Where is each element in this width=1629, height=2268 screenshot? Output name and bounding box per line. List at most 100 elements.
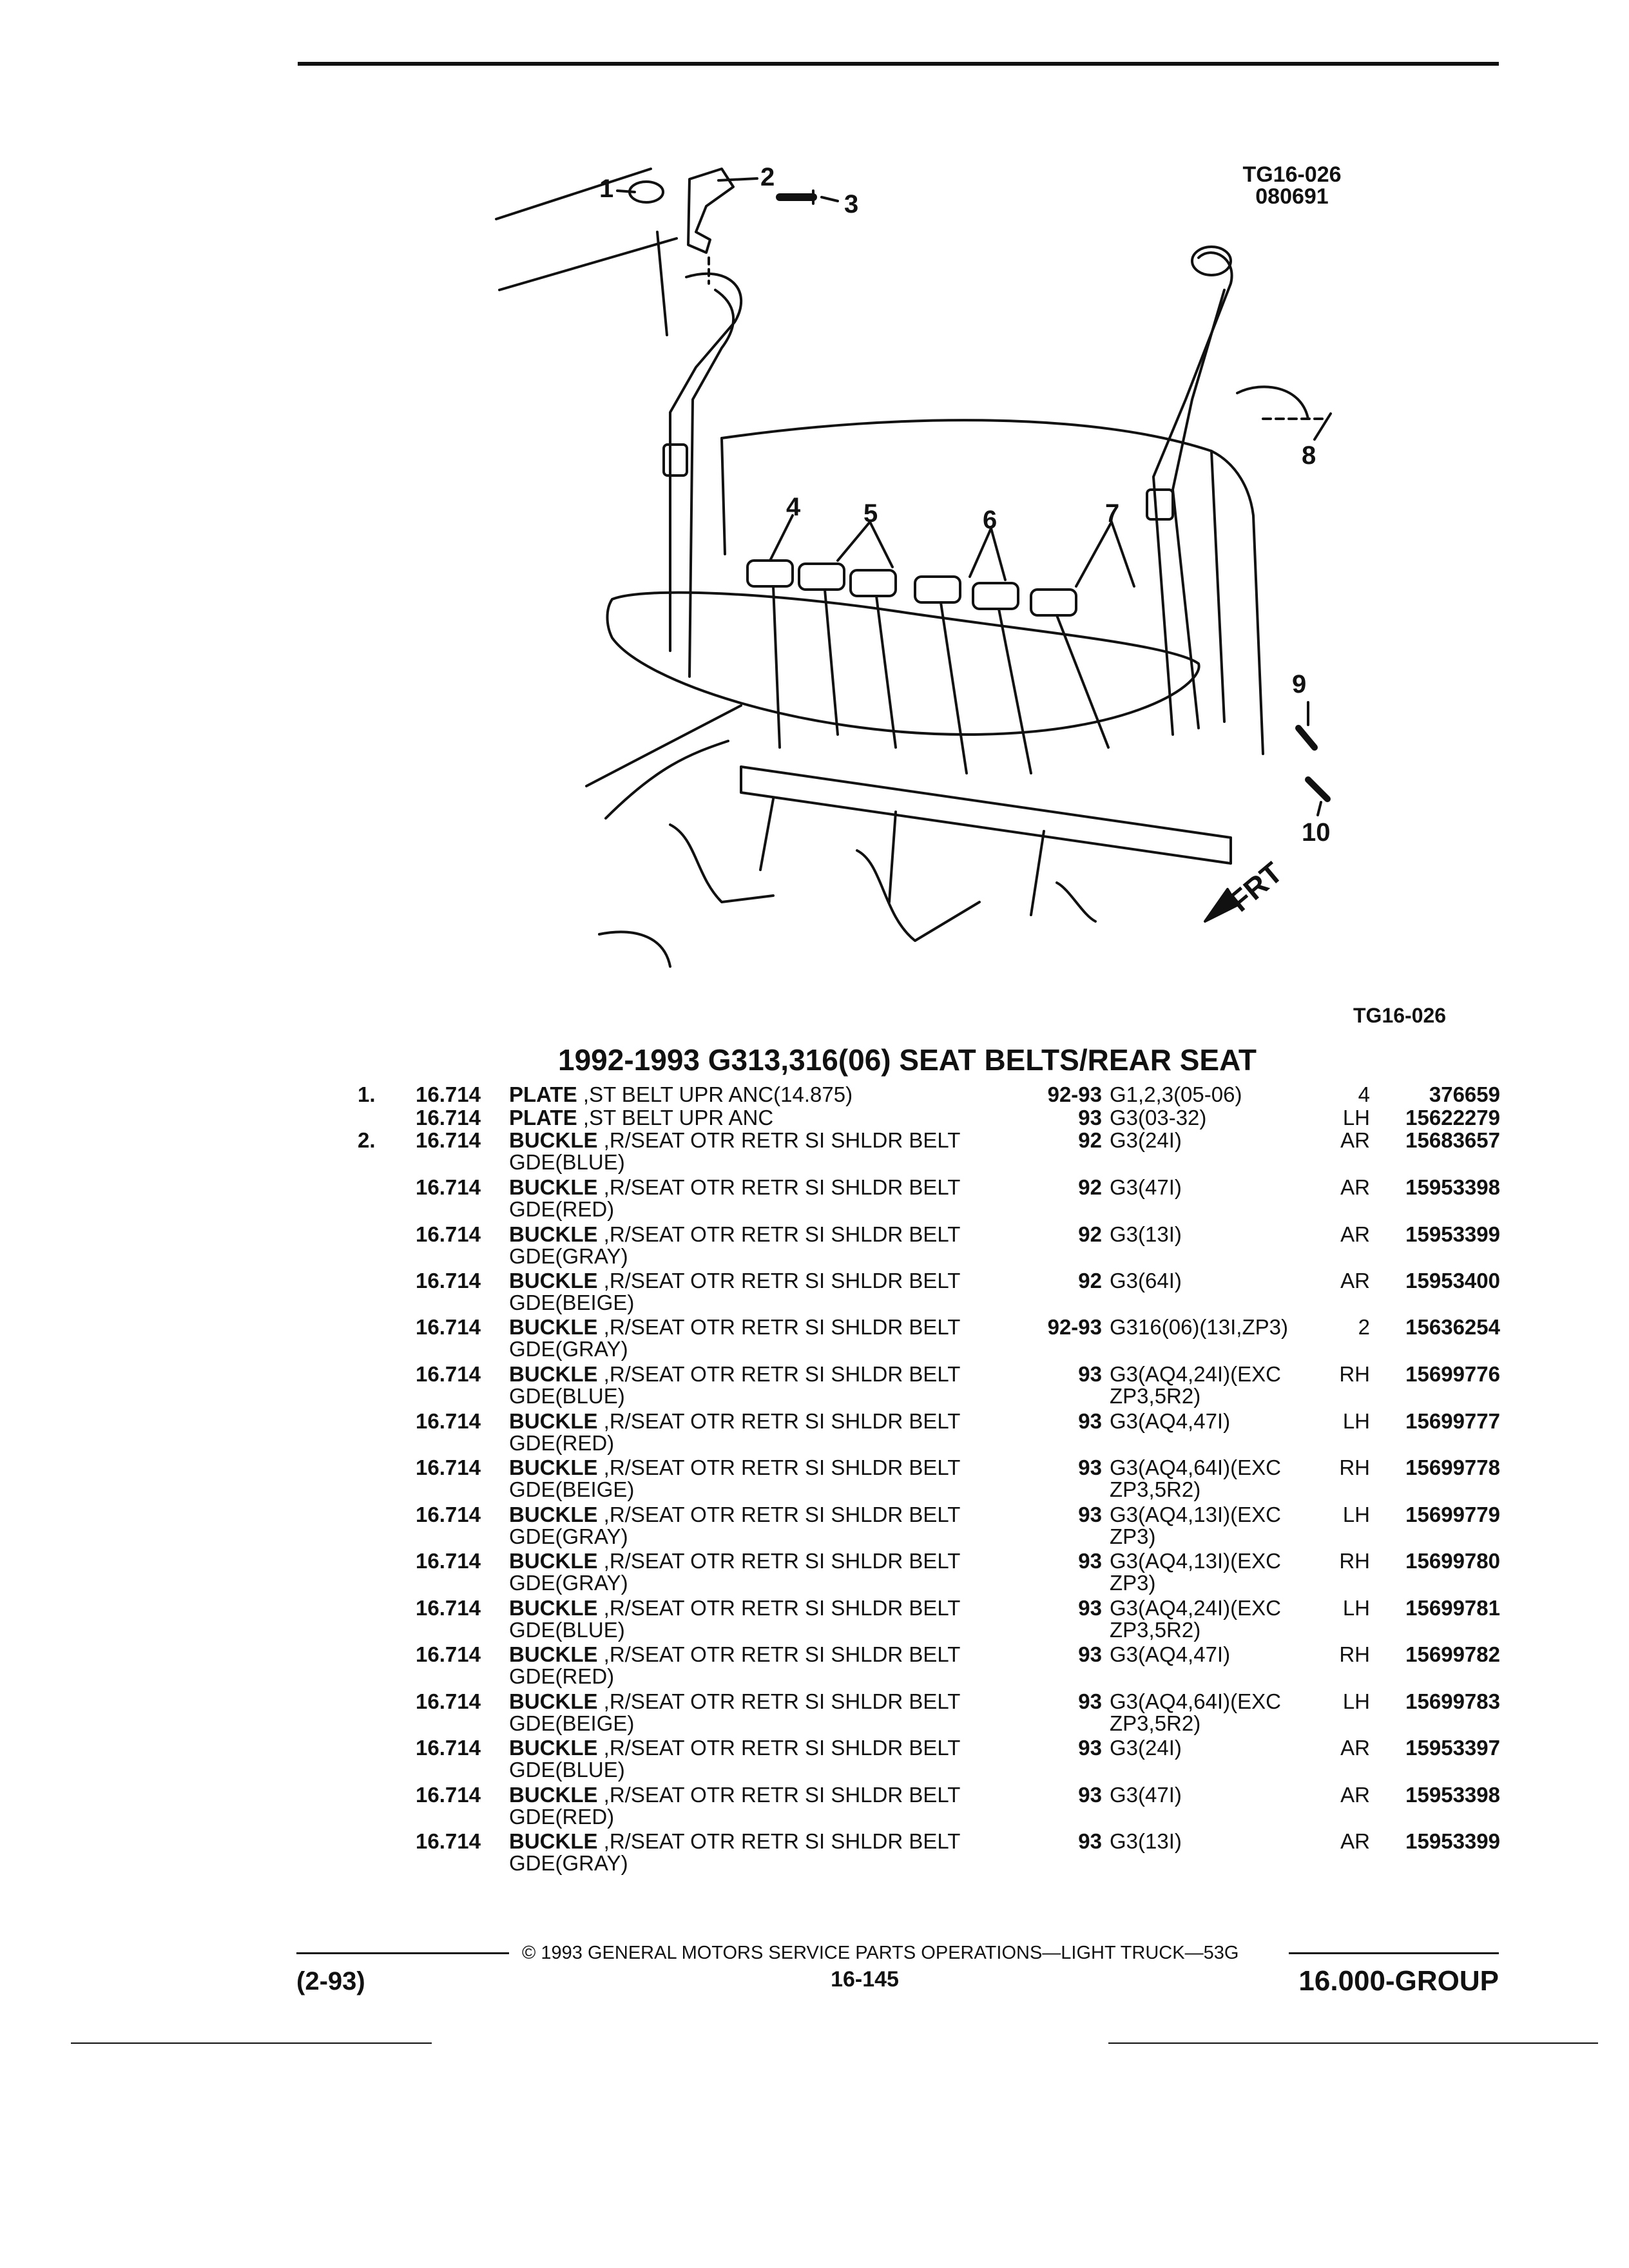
quantity: RH	[1339, 1362, 1370, 1386]
part-desc-line2: GDE(GRAY)	[509, 1337, 628, 1361]
bolt-10	[1305, 776, 1331, 802]
quantity: AR	[1340, 1783, 1370, 1807]
application: G3(AQ4,47I)	[1110, 1642, 1231, 1666]
part-name: BUCKLE	[509, 1549, 598, 1573]
part-description: BUCKLE ,R/SEAT OTR RETR SI SHLDR BELT	[509, 1177, 960, 1198]
part-desc-text: ,R/SEAT OTR RETR SI SHLDR BELT	[597, 1269, 961, 1293]
application-line2: ZP3)	[1110, 1524, 1156, 1548]
buckle-7	[1030, 588, 1077, 617]
application: G3(AQ4,13I)(EXC	[1110, 1549, 1281, 1573]
part-name: BUCKLE	[509, 1736, 598, 1760]
group-number: 16.714	[416, 1269, 481, 1293]
leader-line	[616, 189, 636, 193]
part-desc-text: ,R/SEAT OTR RETR SI SHLDR BELT	[597, 1783, 961, 1807]
application-line2: ZP3,5R2)	[1110, 1384, 1201, 1408]
floor-anchor	[669, 823, 775, 903]
part-desc-line2: GDE(RED)	[509, 1664, 615, 1688]
application: G3(AQ4,47I)	[1110, 1409, 1231, 1433]
callout-1: 1	[599, 175, 613, 203]
application: G3(47I)	[1110, 1783, 1182, 1807]
group-number: 16.714	[416, 1503, 481, 1526]
footer-rule-left	[296, 1952, 509, 1954]
group-number: 16.714	[416, 1689, 481, 1713]
part-description: BUCKLE ,R/SEAT OTR RETR SI SHLDR BELT	[509, 1410, 960, 1432]
application-line2: ZP3,5R2)	[1110, 1711, 1201, 1735]
quantity: LH	[1342, 1503, 1370, 1526]
group-number: 16.714	[416, 1829, 481, 1853]
front-arrow	[1204, 888, 1239, 923]
part-desc-text: ,R/SEAT OTR RETR SI SHLDR BELT	[597, 1456, 961, 1479]
model-years: 92	[1078, 1222, 1102, 1246]
group-number: 16.714	[416, 1783, 481, 1807]
quantity: LH	[1342, 1689, 1370, 1713]
group-number: 16.714	[416, 1106, 481, 1129]
top-rule	[298, 62, 1499, 66]
callout-2: 2	[760, 163, 775, 191]
quantity: AR	[1340, 1222, 1370, 1246]
group-number: 16.714	[416, 1736, 481, 1760]
group-number: 16.714	[416, 1362, 481, 1386]
buckle-guide	[687, 168, 735, 254]
part-number: 15622279	[1405, 1106, 1500, 1129]
right-shoulder-belt	[1171, 289, 1226, 729]
model-years: 93	[1078, 1596, 1102, 1620]
group-number: 16.714	[416, 1642, 481, 1666]
right-retractor-slot	[1146, 488, 1174, 521]
part-name: BUCKLE	[509, 1128, 598, 1152]
model-years: 92-93	[1047, 1315, 1102, 1339]
buckle-5b	[849, 569, 897, 597]
left-retractor-slot	[662, 443, 688, 477]
part-number: 15699783	[1405, 1689, 1500, 1713]
section-title: 1992-1993 G313,316(06) SEAT BELTS/REAR S…	[558, 1043, 1257, 1077]
callout-10: 10	[1302, 818, 1331, 847]
application: G3(AQ4,24I)(EXC	[1110, 1596, 1281, 1620]
group-number: 16.714	[416, 1456, 481, 1479]
part-desc-text: ,R/SEAT OTR RETR SI SHLDR BELT	[597, 1642, 961, 1666]
callout-7: 7	[1105, 499, 1119, 528]
part-name: BUCKLE	[509, 1642, 598, 1666]
buckle-straps	[772, 585, 1110, 774]
quantity: RH	[1339, 1642, 1370, 1666]
buckle-5a	[798, 562, 845, 591]
part-desc-line2: GDE(BEIGE)	[509, 1291, 635, 1314]
model-years: 93	[1078, 1829, 1102, 1853]
part-name: BUCKLE	[509, 1783, 598, 1807]
item-number: 1.	[358, 1082, 376, 1106]
part-name: BUCKLE	[509, 1456, 598, 1479]
model-years: 92	[1078, 1269, 1102, 1293]
part-desc-line2: GDE(BEIGE)	[509, 1711, 635, 1735]
group-number: 16.714	[416, 1596, 481, 1620]
model-years: 93	[1078, 1409, 1102, 1433]
part-number: 15699782	[1405, 1642, 1500, 1666]
part-desc-text: ,R/SEAT OTR RETR SI SHLDR BELT	[597, 1596, 961, 1620]
part-number: 15699776	[1405, 1362, 1500, 1386]
left-shoulder-belt	[688, 289, 735, 678]
leader-line	[836, 521, 894, 568]
model-years: 93	[1078, 1503, 1102, 1526]
application: G3(AQ4,24I)(EXC	[1110, 1362, 1281, 1386]
application: G3(03-32)	[1110, 1106, 1207, 1129]
part-name: BUCKLE	[509, 1689, 598, 1713]
part-desc-text: ,R/SEAT OTR RETR SI SHLDR BELT	[597, 1409, 961, 1433]
callout-8: 8	[1302, 441, 1316, 470]
part-description: BUCKLE ,R/SEAT OTR RETR SI SHLDR BELT	[509, 1831, 960, 1852]
part-desc-text: ,R/SEAT OTR RETR SI SHLDR BELT	[597, 1222, 961, 1246]
part-description: BUCKLE ,R/SEAT OTR RETR SI SHLDR BELT	[509, 1363, 960, 1385]
part-desc-line2: GDE(BLUE)	[509, 1758, 625, 1782]
footer-rule-right	[1289, 1952, 1499, 1954]
model-years: 92	[1078, 1128, 1102, 1152]
part-desc-text: ,R/SEAT OTR RETR SI SHLDR BELT	[597, 1315, 961, 1339]
part-description: BUCKLE ,R/SEAT OTR RETR SI SHLDR BELT	[509, 1784, 960, 1806]
group-number: 16.714	[416, 1175, 481, 1199]
figure-code-bottom: TG16-026	[1353, 1004, 1447, 1027]
buckle-4	[746, 559, 794, 588]
application: G1,2,3(05-06)	[1110, 1082, 1242, 1106]
quantity: RH	[1339, 1456, 1370, 1479]
part-desc-text: ,R/SEAT OTR RETR SI SHLDR BELT	[597, 1829, 961, 1853]
figure-date: 080691	[1255, 184, 1329, 209]
model-years: 93	[1078, 1736, 1102, 1760]
part-name: BUCKLE	[509, 1222, 598, 1246]
part-name: BUCKLE	[509, 1315, 598, 1339]
application: G3(AQ4,64I)(EXC	[1110, 1456, 1281, 1479]
part-desc-text: ,R/SEAT OTR RETR SI SHLDR BELT	[597, 1175, 961, 1199]
